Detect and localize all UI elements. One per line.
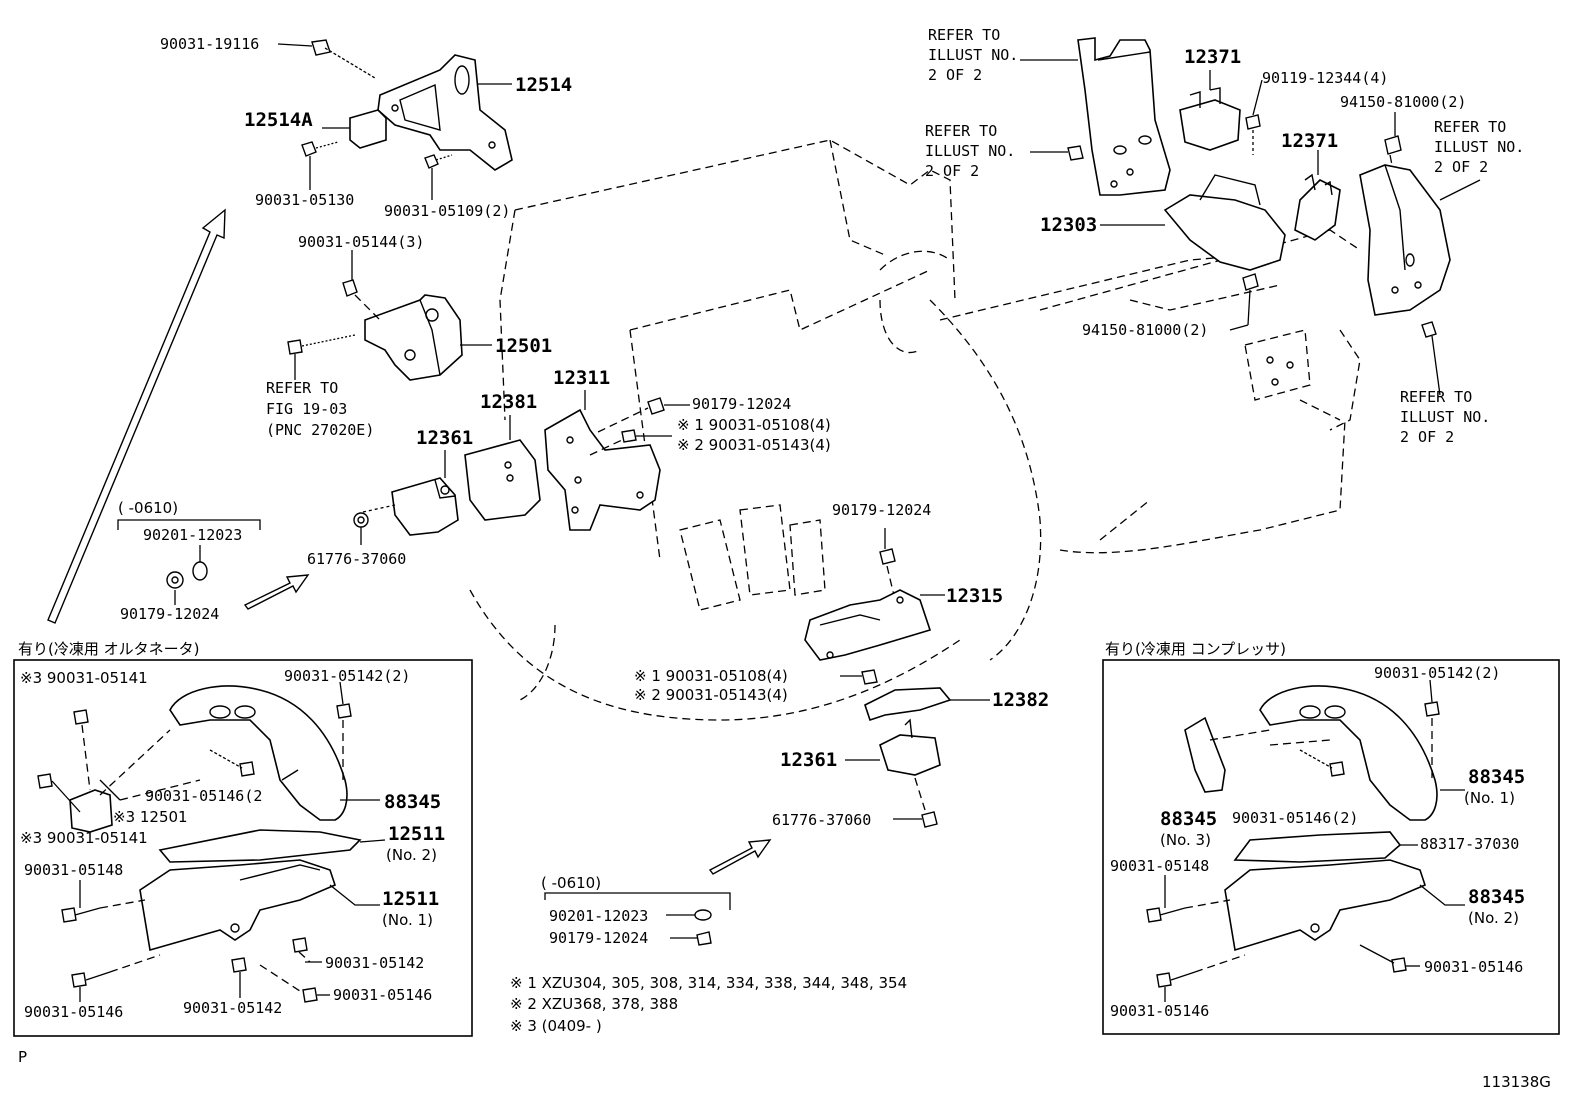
label-12382: 12382 (992, 689, 1049, 711)
label-90179-12024-c: 90179-12024 (832, 501, 931, 519)
label-90179-12024-d: 90179-12024 (549, 929, 648, 947)
label-refer-ill-a-line3: 2 OF 2 (928, 66, 982, 84)
label-90031-05109: 90031-05109(2) (384, 202, 510, 220)
box-left-12511-no2: 12511 (388, 823, 445, 845)
box-right-88345-no1-sub: (No. 1) (1464, 789, 1515, 807)
box-right-90031-05146-b: 90031-05146 (1110, 1002, 1209, 1020)
box-left-90031-05142-2: 90031-05142(2) (284, 667, 410, 685)
label-12514: 12514 (515, 74, 572, 96)
label-12311: 12311 (553, 367, 610, 389)
box-left-title: 有り(冷凍用 オルタネータ) (18, 640, 199, 658)
box-right-90031-05142-2: 90031-05142(2) (1374, 664, 1500, 682)
box-left-90031-05142-b: 90031-05142 (183, 999, 282, 1017)
label-refer-fig-line1: REFER TO (266, 379, 338, 397)
box-right-90031-05146-2: 90031-05146(2) (1232, 809, 1358, 827)
label-refer-ill-d-line3: 2 OF 2 (1400, 428, 1454, 446)
label-12361-a: 12361 (416, 427, 473, 449)
label-note-3: ※ 3 (0409- ) (510, 1017, 602, 1035)
label-refer-ill-a-line1: REFER TO (928, 26, 1000, 44)
label-90031-05108-a: ※ 1 90031-05108(4) (677, 416, 831, 434)
label-refer-ill-d-line2: ILLUST NO. (1400, 408, 1490, 426)
box-compressor (1102, 659, 1560, 1035)
direction-arrows (47, 208, 772, 875)
labels: 90031-19116 12514 12514A 90031-05130 900… (18, 26, 1551, 1091)
mount-12381-12311-group (353, 390, 690, 545)
label-refer-ill-d-line1: REFER TO (1400, 388, 1472, 406)
label-12371-b: 12371 (1281, 130, 1338, 152)
washer-group-center (544, 892, 731, 946)
label-90031-19116: 90031-19116 (160, 35, 259, 53)
label-note-1: ※ 1 XZU304, 305, 308, 314, 334, 338, 344… (510, 974, 907, 992)
bracket-12514-group (277, 39, 513, 200)
label-12501: 12501 (495, 335, 552, 357)
box-left-12511-no2-sub: (No. 2) (386, 846, 437, 864)
box-left-90031-05148: 90031-05148 (24, 861, 123, 879)
box-right-88345-no3: 88345 (1160, 808, 1217, 830)
box-left-90031-05141-a: ※3 90031-05141 (20, 669, 148, 687)
label-12361-b: 12361 (780, 749, 837, 771)
box-right-88345-no1: 88345 (1468, 766, 1525, 788)
label-90119-12344: 90119-12344(4) (1262, 69, 1388, 87)
label-90179-12024-a: 90179-12024 (692, 395, 791, 413)
label-refer-ill-b-line1: REFER TO (1434, 118, 1506, 136)
box-left-88345: 88345 (384, 791, 441, 813)
label-refer-ill-c-line2: ILLUST NO. (925, 142, 1015, 160)
box-left-90031-05146-b: 90031-05146 (24, 1003, 123, 1021)
label-61776-37060-a: 61776-37060 (307, 550, 406, 568)
label-refer-ill-c-line3: 2 OF 2 (925, 162, 979, 180)
box-left-90031-05142-a: 90031-05142 (325, 954, 424, 972)
label-refer-ill-a-line2: ILLUST NO. (928, 46, 1018, 64)
label-date-center: ( -0610) (541, 874, 601, 892)
top-right-bracket-group (1020, 37, 1481, 396)
box-left-90031-05141-b: ※3 90031-05141 (20, 829, 148, 847)
label-date-left: ( -0610) (118, 499, 178, 517)
box-right-88345-no2-sub: (No. 2) (1468, 909, 1519, 927)
box-left-12511-no1: 12511 (382, 888, 439, 910)
label-refer-fig-line3: (PNC 27020E) (266, 421, 374, 439)
label-refer-ill-b-line2: ILLUST NO. (1434, 138, 1524, 156)
box-right-88317-37030: 88317-37030 (1420, 835, 1519, 853)
label-refer-ill-c-line1: REFER TO (925, 122, 997, 140)
box-right-title: 有り(冷凍用 コンプレッサ) (1105, 640, 1286, 658)
engine-outline (469, 139, 1361, 721)
box-alternator (13, 659, 473, 1037)
label-drawing-id: 113138G (1482, 1073, 1551, 1091)
washer-group-left (117, 519, 261, 605)
box-left-90031-05146-a: 90031-05146 (333, 986, 432, 1004)
label-12381: 12381 (480, 391, 537, 413)
label-94150-81000-a: 94150-81000(2) (1340, 93, 1466, 111)
box-right-90031-05146-a: 90031-05146 (1424, 958, 1523, 976)
label-12514A: 12514A (244, 109, 313, 131)
label-90201-12023-b: 90201-12023 (549, 907, 648, 925)
box-left-12501: ※3 12501 (113, 808, 188, 826)
label-refer-ill-b-line3: 2 OF 2 (1434, 158, 1488, 176)
label-90031-05144: 90031-05144(3) (298, 233, 424, 251)
label-90031-05143-a: ※ 2 90031-05143(4) (677, 436, 831, 454)
label-94150-81000-b: 94150-81000(2) (1082, 321, 1208, 339)
box-left-12511-no1-sub: (No. 1) (382, 911, 433, 929)
label-90031-05143-b: ※ 2 90031-05143(4) (634, 686, 788, 704)
box-left-90031-05146-2: 90031-05146(2 (145, 787, 262, 805)
label-refer-fig-line2: FIG 19-03 (266, 400, 347, 418)
label-90179-12024-b: 90179-12024 (120, 605, 219, 623)
label-61776-37060-b: 61776-37060 (772, 811, 871, 829)
box-right-90031-05148: 90031-05148 (1110, 857, 1209, 875)
label-12303: 12303 (1040, 214, 1097, 236)
label-12371-a: 12371 (1184, 46, 1241, 68)
label-90031-05108-b: ※ 1 90031-05108(4) (634, 667, 788, 685)
box-right-88345-no3-sub: (No. 3) (1160, 831, 1211, 849)
label-90031-05130: 90031-05130 (255, 191, 354, 209)
center-mount-group (804, 528, 990, 828)
box-right-88345-no2: 88345 (1468, 886, 1525, 908)
label-corner-p: P (18, 1048, 27, 1066)
label-12315: 12315 (946, 585, 1003, 607)
bracket-12501-group (287, 250, 492, 381)
label-note-2: ※ 2 XZU368, 378, 388 (510, 995, 678, 1013)
label-90201-12023-a: 90201-12023 (143, 526, 242, 544)
